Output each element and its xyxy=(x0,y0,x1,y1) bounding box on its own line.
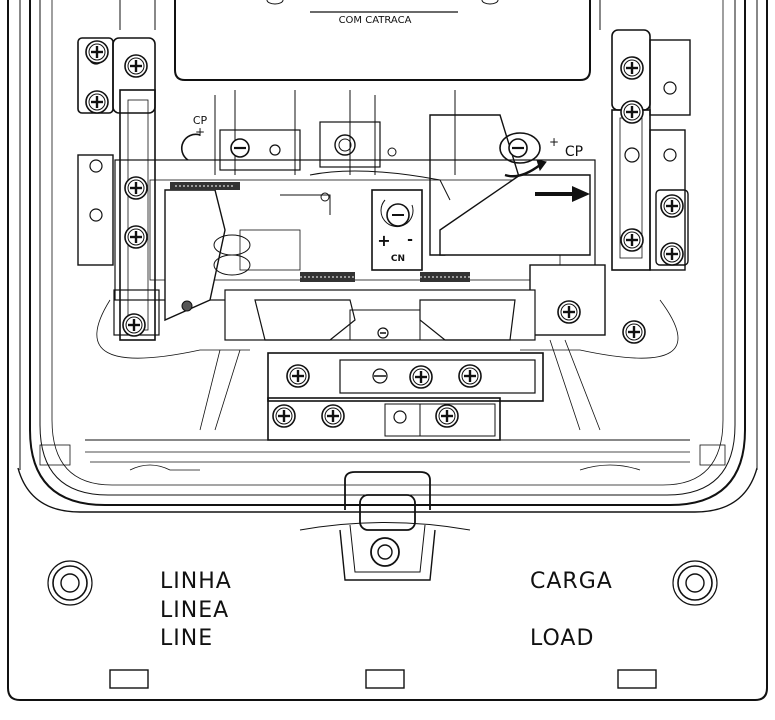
terminal-screw-icon[interactable] xyxy=(556,299,582,325)
terminal-screw-icon[interactable] xyxy=(320,403,346,429)
terminal-screw-icon[interactable] xyxy=(619,99,645,125)
terminal-screw-icon[interactable] xyxy=(619,227,645,253)
terminal-screw-icon[interactable] xyxy=(84,39,110,65)
transparent-cover xyxy=(29,0,746,506)
terminal-screw-icon[interactable] xyxy=(659,193,685,219)
terminal-screw-icon[interactable] xyxy=(285,363,311,389)
terminal-screw-icon[interactable] xyxy=(659,241,685,267)
terminal-screw-icon[interactable] xyxy=(84,89,110,115)
terminal-screw-icon[interactable] xyxy=(271,403,297,429)
adjuster-label: CN xyxy=(391,254,405,264)
bottom-terminal-block xyxy=(267,352,544,441)
adjuster-plus: + xyxy=(377,231,390,250)
terminal-screw-icon[interactable] xyxy=(123,53,149,79)
housing xyxy=(7,0,768,701)
mounting-hole-icon xyxy=(47,560,93,606)
dial-left-sign: + xyxy=(195,125,205,139)
dial-right-sign: + xyxy=(549,135,559,149)
terminal-screw-icon[interactable] xyxy=(457,363,483,389)
meter-body xyxy=(119,0,601,81)
terminal-screw-icon[interactable] xyxy=(619,55,645,81)
right-cp-dial[interactable] xyxy=(499,132,547,178)
load-label-2: LOAD xyxy=(530,626,594,651)
terminal-screw-icon[interactable] xyxy=(621,319,647,345)
left-cp-dial[interactable] xyxy=(181,133,356,161)
terminal-screw-icon[interactable] xyxy=(408,364,434,390)
seal-latch[interactable] xyxy=(299,471,471,581)
dial-right-label: CP xyxy=(565,144,583,160)
cn-adjuster[interactable] xyxy=(371,189,423,271)
terminal-screw-icon[interactable] xyxy=(121,312,147,338)
dial-left-label: CP xyxy=(193,114,208,127)
line-label-3: LINE xyxy=(160,626,213,651)
mounting-hole-icon xyxy=(672,560,718,606)
meter-label: COM CATRACA xyxy=(339,15,412,26)
line-label-1: LINHA xyxy=(160,569,232,594)
terminal-screw-icon[interactable] xyxy=(123,224,149,250)
load-label-1: CARGA xyxy=(530,569,613,594)
adjuster-minus: - xyxy=(407,232,413,248)
direction-arrow-icon xyxy=(535,186,590,202)
bottom-tabs xyxy=(109,669,657,689)
line-label-2: LINEA xyxy=(160,598,229,623)
terminal-screw-icon[interactable] xyxy=(434,403,460,429)
terminal-screw-icon[interactable] xyxy=(123,175,149,201)
